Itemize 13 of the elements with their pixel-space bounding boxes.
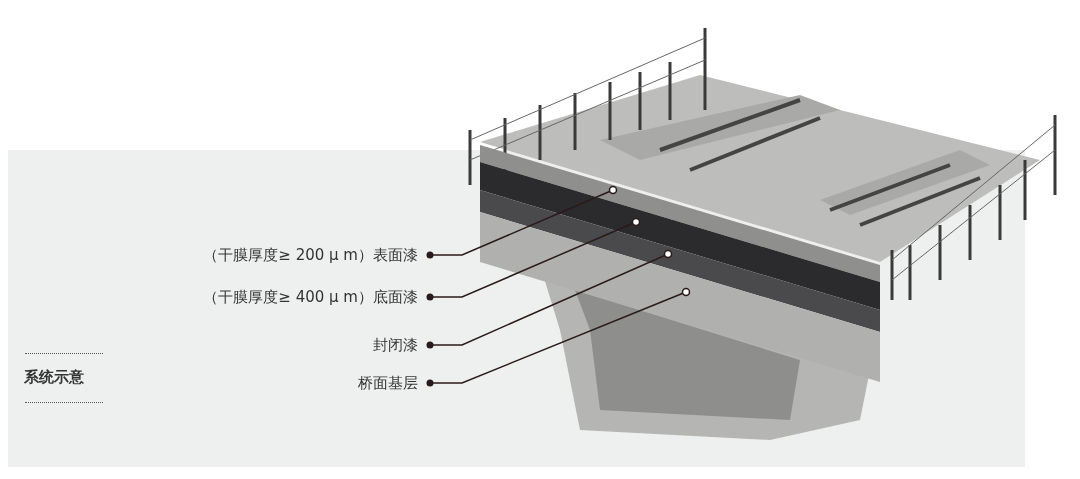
leader-line [426,185,618,259]
base-paint-layer [480,162,880,310]
surface-paint-layer [480,145,880,282]
callout-label: （干膜厚度≥ 400 μ m）底面漆 [203,287,418,307]
callout-label: 桥面基层 [358,373,418,393]
callout-label: （干膜厚度≥ 200 μ m）表面漆 [203,245,418,265]
leader-line [426,217,641,301]
section-title: 系统示意 [24,368,84,387]
leader-line [426,287,691,387]
leader-line [426,249,673,349]
callout-label: 封闭漆 [373,335,418,355]
deck-base-layer [480,212,880,382]
sealer-layer [480,190,880,332]
